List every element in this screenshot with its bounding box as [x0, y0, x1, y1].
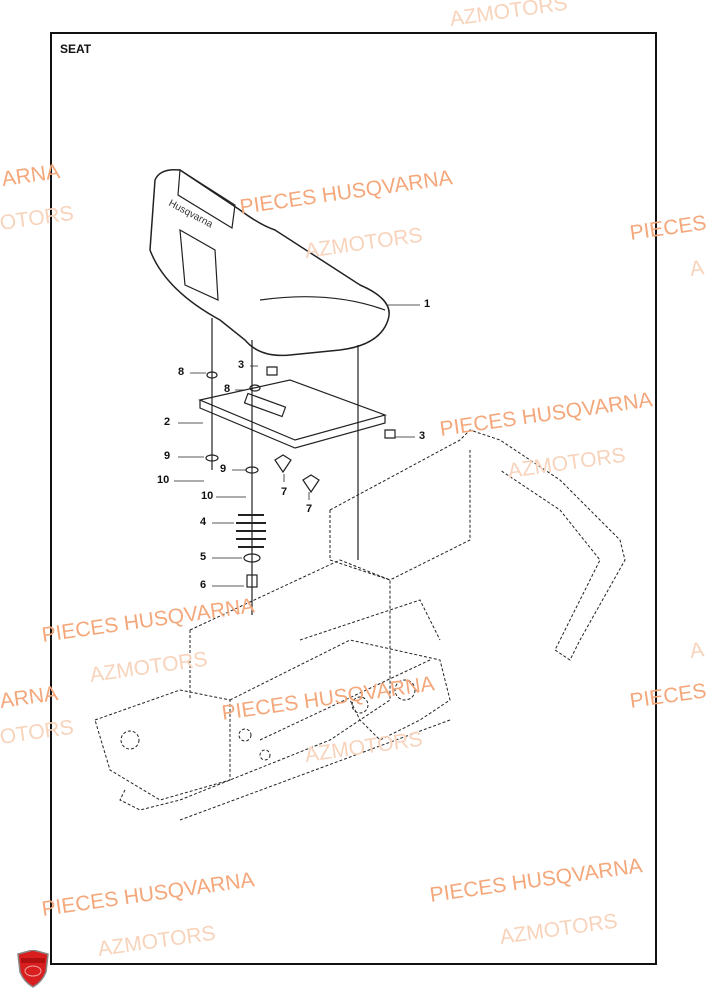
callout-10: 10 — [201, 490, 214, 502]
chassis-outline — [94, 429, 626, 821]
callout-4: 4 — [200, 516, 207, 528]
callout-5: 5 — [200, 551, 207, 563]
callout-6: 6 — [200, 579, 207, 591]
callout-3: 3 — [419, 430, 426, 442]
callout-3: 3 — [238, 359, 245, 371]
callout-2: 2 — [164, 416, 171, 428]
callout-10: 10 — [157, 474, 170, 486]
spring — [236, 514, 266, 548]
callout-9: 9 — [220, 463, 227, 475]
callout-1: 1 — [424, 298, 431, 310]
callout-9: 9 — [164, 450, 171, 462]
diagram-frame — [50, 32, 657, 965]
azmotors-logo — [17, 950, 49, 988]
callout-7: 7 — [281, 486, 288, 498]
callout-7: 7 — [306, 503, 313, 515]
page-title: SEAT — [60, 42, 92, 56]
callout-8: 8 — [178, 366, 185, 378]
callout-8: 8 — [224, 383, 231, 395]
